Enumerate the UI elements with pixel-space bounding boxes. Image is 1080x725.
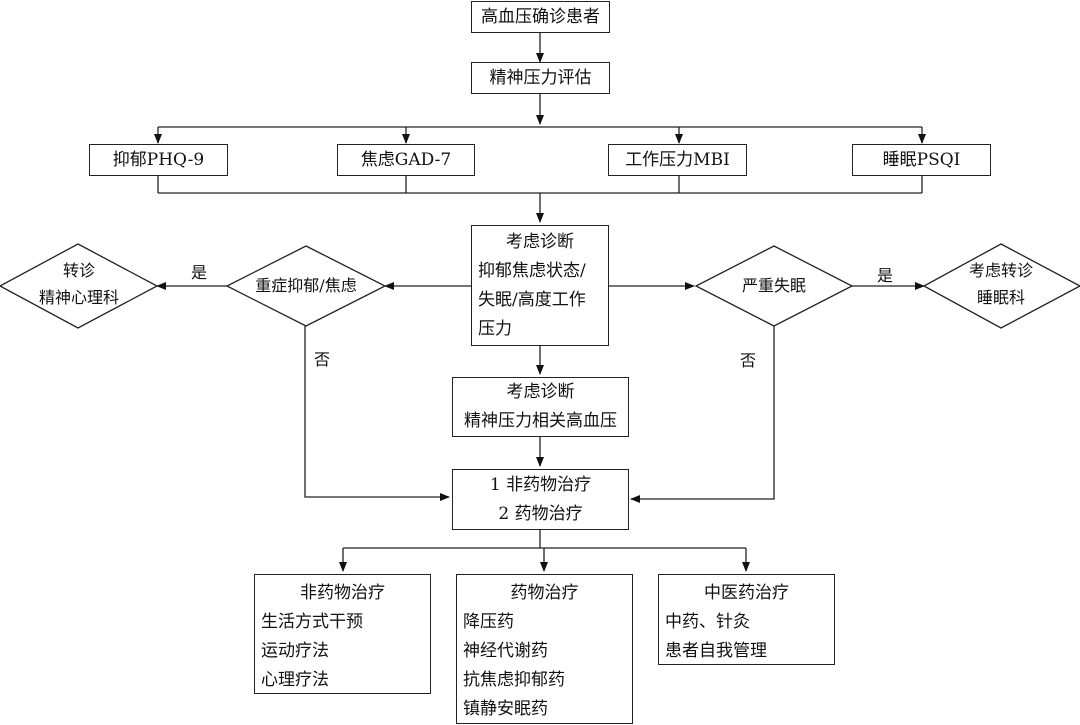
treatment-node: 1 非药物治疗 2 药物治疗 bbox=[452, 469, 629, 530]
no-right-label: 否 bbox=[740, 351, 757, 370]
refer-psych-text: 转诊 精神心理科 bbox=[14, 257, 144, 311]
mbi-node-label: 工作压力MBI bbox=[625, 149, 730, 170]
severe-dep-label: 重症抑郁/焦虑 bbox=[255, 276, 357, 295]
tcm-item: 中药、针灸 bbox=[665, 612, 750, 632]
refer-sleep-line-1: 考虑转诊 bbox=[968, 261, 1033, 280]
gad-node: 焦虑GAD-7 bbox=[337, 144, 475, 176]
start-node: 高血压确诊患者 bbox=[471, 1, 610, 33]
no-left-label: 否 bbox=[314, 350, 331, 369]
treatment-line-1: 1 非药物治疗 bbox=[489, 474, 592, 495]
assess-node-label: 精神压力评估 bbox=[489, 67, 592, 88]
refer-sleep-diamond bbox=[922, 243, 1080, 329]
mbi-node: 工作压力MBI bbox=[608, 144, 747, 176]
consider2-line-2: 精神压力相关高血压 bbox=[464, 411, 617, 431]
start-node-label: 高血压确诊患者 bbox=[481, 6, 600, 27]
severe-sleep-text: 严重失眠 bbox=[709, 272, 839, 299]
treatment-line-2: 2 药物治疗 bbox=[498, 503, 583, 524]
severe-dep-diamond bbox=[225, 245, 387, 327]
tcm-node: 中医药治疗 中药、针灸 患者自我管理 bbox=[658, 574, 835, 665]
arrow-no-left bbox=[304, 326, 450, 501]
consider-line-2: 抑郁焦虑状态/ bbox=[478, 261, 586, 281]
consider-node: 考虑诊断 抑郁焦虑状态/ 失眠/高度工作 压力 bbox=[471, 225, 609, 346]
refer-sleep-text: 考虑转诊 睡眠科 bbox=[938, 257, 1064, 311]
severe-sleep-label: 严重失眠 bbox=[741, 276, 806, 295]
drug-item: 抗焦虑抑郁药 bbox=[463, 670, 565, 690]
nondrug-item: 生活方式干预 bbox=[261, 612, 363, 632]
phq-node-label: 抑郁PHQ-9 bbox=[112, 149, 205, 170]
drug-node: 药物治疗 降压药 神经代谢药 抗焦虑抑郁药 镇静安眠药 bbox=[456, 574, 633, 724]
gad-node-label: 焦虑GAD-7 bbox=[360, 149, 452, 170]
consider-line-1: 考虑诊断 bbox=[506, 232, 574, 252]
tcm-title: 中医药治疗 bbox=[704, 583, 789, 603]
yes-left-label: 是 bbox=[191, 263, 208, 282]
severe-sleep-diamond bbox=[694, 245, 854, 327]
consider2-node: 考虑诊断 精神压力相关高血压 bbox=[452, 377, 629, 437]
drug-item: 神经代谢药 bbox=[463, 641, 548, 661]
consider-line-3: 失眠/高度工作 bbox=[478, 290, 586, 310]
refer-psych-line-1: 转诊 bbox=[62, 261, 95, 280]
refer-psych-diamond bbox=[0, 243, 159, 329]
consider-line-4: 压力 bbox=[478, 319, 512, 339]
phq-node: 抑郁PHQ-9 bbox=[89, 144, 228, 176]
psqi-node-label: 睡眠PSQI bbox=[882, 149, 961, 170]
refer-psych-line-2: 精神心理科 bbox=[38, 288, 119, 307]
nondrug-item: 运动疗法 bbox=[261, 641, 329, 661]
drug-title: 药物治疗 bbox=[510, 583, 579, 603]
yes-right-label: 是 bbox=[877, 266, 894, 285]
nondrug-node: 非药物治疗 生活方式干预 运动疗法 心理疗法 bbox=[254, 574, 431, 694]
nondrug-item: 心理疗法 bbox=[261, 670, 329, 690]
drug-item: 镇静安眠药 bbox=[463, 699, 548, 719]
arrow-no-right bbox=[630, 326, 775, 503]
refer-sleep-line-2: 睡眠科 bbox=[976, 288, 1025, 307]
tcm-item: 患者自我管理 bbox=[665, 641, 767, 661]
psqi-node: 睡眠PSQI bbox=[852, 144, 991, 176]
drug-item: 降压药 bbox=[463, 612, 514, 632]
severe-dep-text: 重症抑郁/焦虑 bbox=[231, 272, 381, 299]
nondrug-title: 非药物治疗 bbox=[300, 583, 385, 603]
assess-node: 精神压力评估 bbox=[471, 62, 610, 94]
consider2-line-1: 考虑诊断 bbox=[506, 382, 575, 402]
